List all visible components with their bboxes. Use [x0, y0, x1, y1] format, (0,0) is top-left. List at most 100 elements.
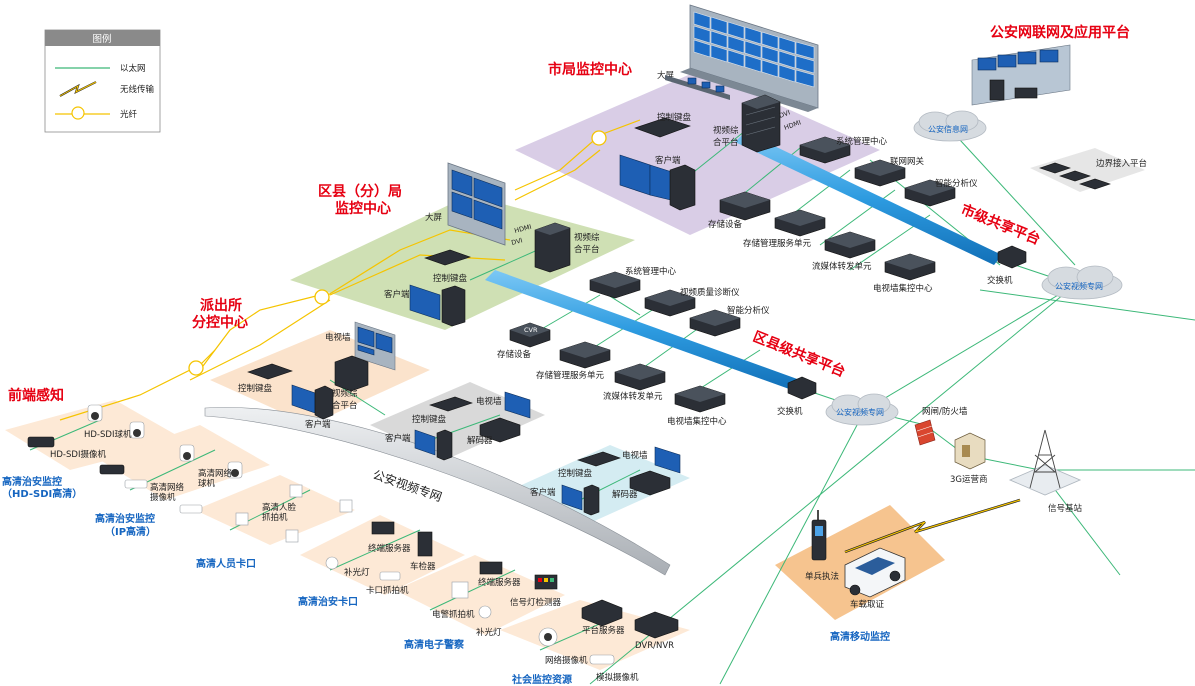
- legend-fiber-label: 光纤: [120, 109, 138, 120]
- station-tv-wall-label: 电视墙: [325, 332, 351, 343]
- district-quality: [644, 289, 696, 317]
- platform-server-icon: [581, 599, 623, 627]
- firewall-label: 网闸/防火墙: [922, 406, 968, 417]
- city-netgate-label: 联网网关: [890, 156, 925, 167]
- face-capture-camera-icon: [235, 484, 353, 543]
- backbone-band: [204, 407, 671, 576]
- district-share-bar: [485, 270, 800, 390]
- city-client-label: 客户端: [655, 155, 681, 166]
- city-sys-mgmt-label: 系统管理中心: [836, 136, 888, 147]
- district-stream: [614, 363, 666, 391]
- sdi-camera-icon: [27, 436, 125, 475]
- city-video-platform-label1: 视频综: [713, 125, 739, 136]
- station2-tv-wall-label: 电视墙: [476, 396, 502, 407]
- city-share-bar: [735, 132, 1002, 265]
- face-camera-label2: 抓拍机: [262, 512, 288, 523]
- officer-device-icon: [811, 510, 827, 561]
- city-dvi-label: DVI: [778, 108, 791, 119]
- district-sys-mgmt: [589, 271, 641, 299]
- district-big-screen: [447, 162, 506, 246]
- station3-tv-wall: [654, 446, 681, 474]
- city-storage-device: [719, 191, 771, 221]
- net-camera-icon: [538, 627, 558, 647]
- city-video-platform-rack: [741, 94, 781, 153]
- group-hdsdi-label1: 高清治安监控: [2, 475, 62, 488]
- vehicle-detector-label: 车检器: [410, 561, 436, 572]
- dvr-nvr-icon: [634, 611, 679, 639]
- analog-camera-label: 模拟摄像机: [596, 672, 639, 683]
- district-keyboard-label: 控制键盘: [433, 273, 468, 284]
- city-storage-mgmt: [774, 209, 826, 237]
- station-tv-wall: [354, 321, 396, 371]
- district-analyzer-label: 智能分析仪: [727, 305, 770, 316]
- video-net-cloud-center: [825, 393, 899, 426]
- city-analyzer: [904, 179, 956, 207]
- station-client: [291, 384, 334, 420]
- sdi-dome-label: HD-SDI球机: [84, 429, 132, 440]
- region-district-center-line1: 区县（分）局: [318, 184, 402, 200]
- police-camera-icon: [451, 581, 469, 599]
- officer-label: 单兵执法: [805, 571, 839, 582]
- district-video-platform-rack: [534, 222, 571, 273]
- district-switch: [787, 376, 817, 400]
- group-security-label: 高清治安卡口: [298, 595, 358, 608]
- district-tvwall-ctrl-label: 电视墙集控中心: [667, 416, 727, 427]
- base-station-icon: [1008, 429, 1082, 496]
- region-frontend: 前端感知: [8, 387, 64, 404]
- city-stream-label: 流媒体转发单元: [812, 261, 872, 272]
- station3-tv-wall-label: 电视墙: [622, 450, 648, 461]
- fill-light-label: 补光灯: [344, 567, 370, 578]
- district-cvr-label: CVR: [524, 326, 538, 334]
- backbone-label: 公安视频专网: [371, 467, 444, 505]
- station3-client: [561, 484, 600, 516]
- station2-client: [414, 429, 453, 461]
- border-platform-label: 边界接入平台: [1096, 158, 1147, 169]
- police-camera-label: 电警抓拍机: [432, 609, 475, 620]
- district-tvwall-ctrl: [674, 385, 726, 413]
- station-keyboard-label: 控制键盘: [238, 383, 273, 394]
- district-video-platform-label1: 视频综: [574, 232, 600, 243]
- info-net-label: 公安信息网: [928, 124, 968, 134]
- ip-dome-label1: 高清网络: [198, 468, 233, 479]
- signal-detector-icon: [534, 574, 558, 590]
- city-big-screen: [680, 4, 819, 112]
- legend: 图例 以太网 无线传输 光纤: [44, 29, 161, 133]
- station-video-platform: [334, 355, 369, 392]
- district-client: [409, 284, 466, 327]
- station2-decoder: [479, 417, 521, 443]
- city-netgate: [854, 159, 906, 187]
- station3-keyboard: [577, 451, 621, 467]
- border-platform-devices: [1039, 162, 1111, 190]
- region-station-line2: 分控中心: [192, 314, 248, 331]
- district-storage-label: 存储设备: [497, 349, 532, 360]
- station3-decoder-label: 解码器: [612, 489, 638, 500]
- sdi-dome-camera-icon: [87, 404, 145, 439]
- group-hdsdi-label2: （HD-SDI高清）: [2, 487, 82, 500]
- city-video-platform-label2: 合平台: [713, 137, 739, 148]
- legend-ethernet-label: 以太网: [120, 63, 146, 74]
- station3-decoder: [629, 470, 671, 496]
- city-storage-label: 存储设备: [708, 219, 743, 230]
- station2-tv-wall: [504, 391, 531, 419]
- city-stream: [824, 231, 876, 259]
- district-video-platform-label2: 合平台: [574, 244, 600, 255]
- station-keyboard: [247, 363, 293, 380]
- legend-wireless-label: 无线传输: [120, 84, 155, 95]
- net-camera-label: 网络摄像机: [545, 655, 588, 666]
- city-desk-monitors: [665, 75, 730, 100]
- ip-camera-icon: [124, 479, 203, 514]
- district-storage: [509, 322, 551, 348]
- ip-camera-label1: 高清网络: [150, 482, 185, 493]
- city-sys-mgmt: [799, 136, 851, 164]
- platform-server-label: 平台服务器: [582, 625, 625, 636]
- district-quality-label: 视频质量诊断仪: [680, 287, 740, 298]
- vehicle-detector-icon: [417, 531, 433, 557]
- station-group-2: [370, 382, 545, 460]
- fiber-coupler-icons: [188, 130, 607, 376]
- station3-keyboard-label: 控制键盘: [558, 468, 593, 479]
- term-server-label: 终端服务器: [368, 543, 411, 554]
- district-dvi-label: DVI: [510, 236, 523, 247]
- region-public-app: 公安网联网及应用平台: [990, 24, 1130, 41]
- city-storage-mgmt-label: 存储管理服务单元: [743, 238, 812, 249]
